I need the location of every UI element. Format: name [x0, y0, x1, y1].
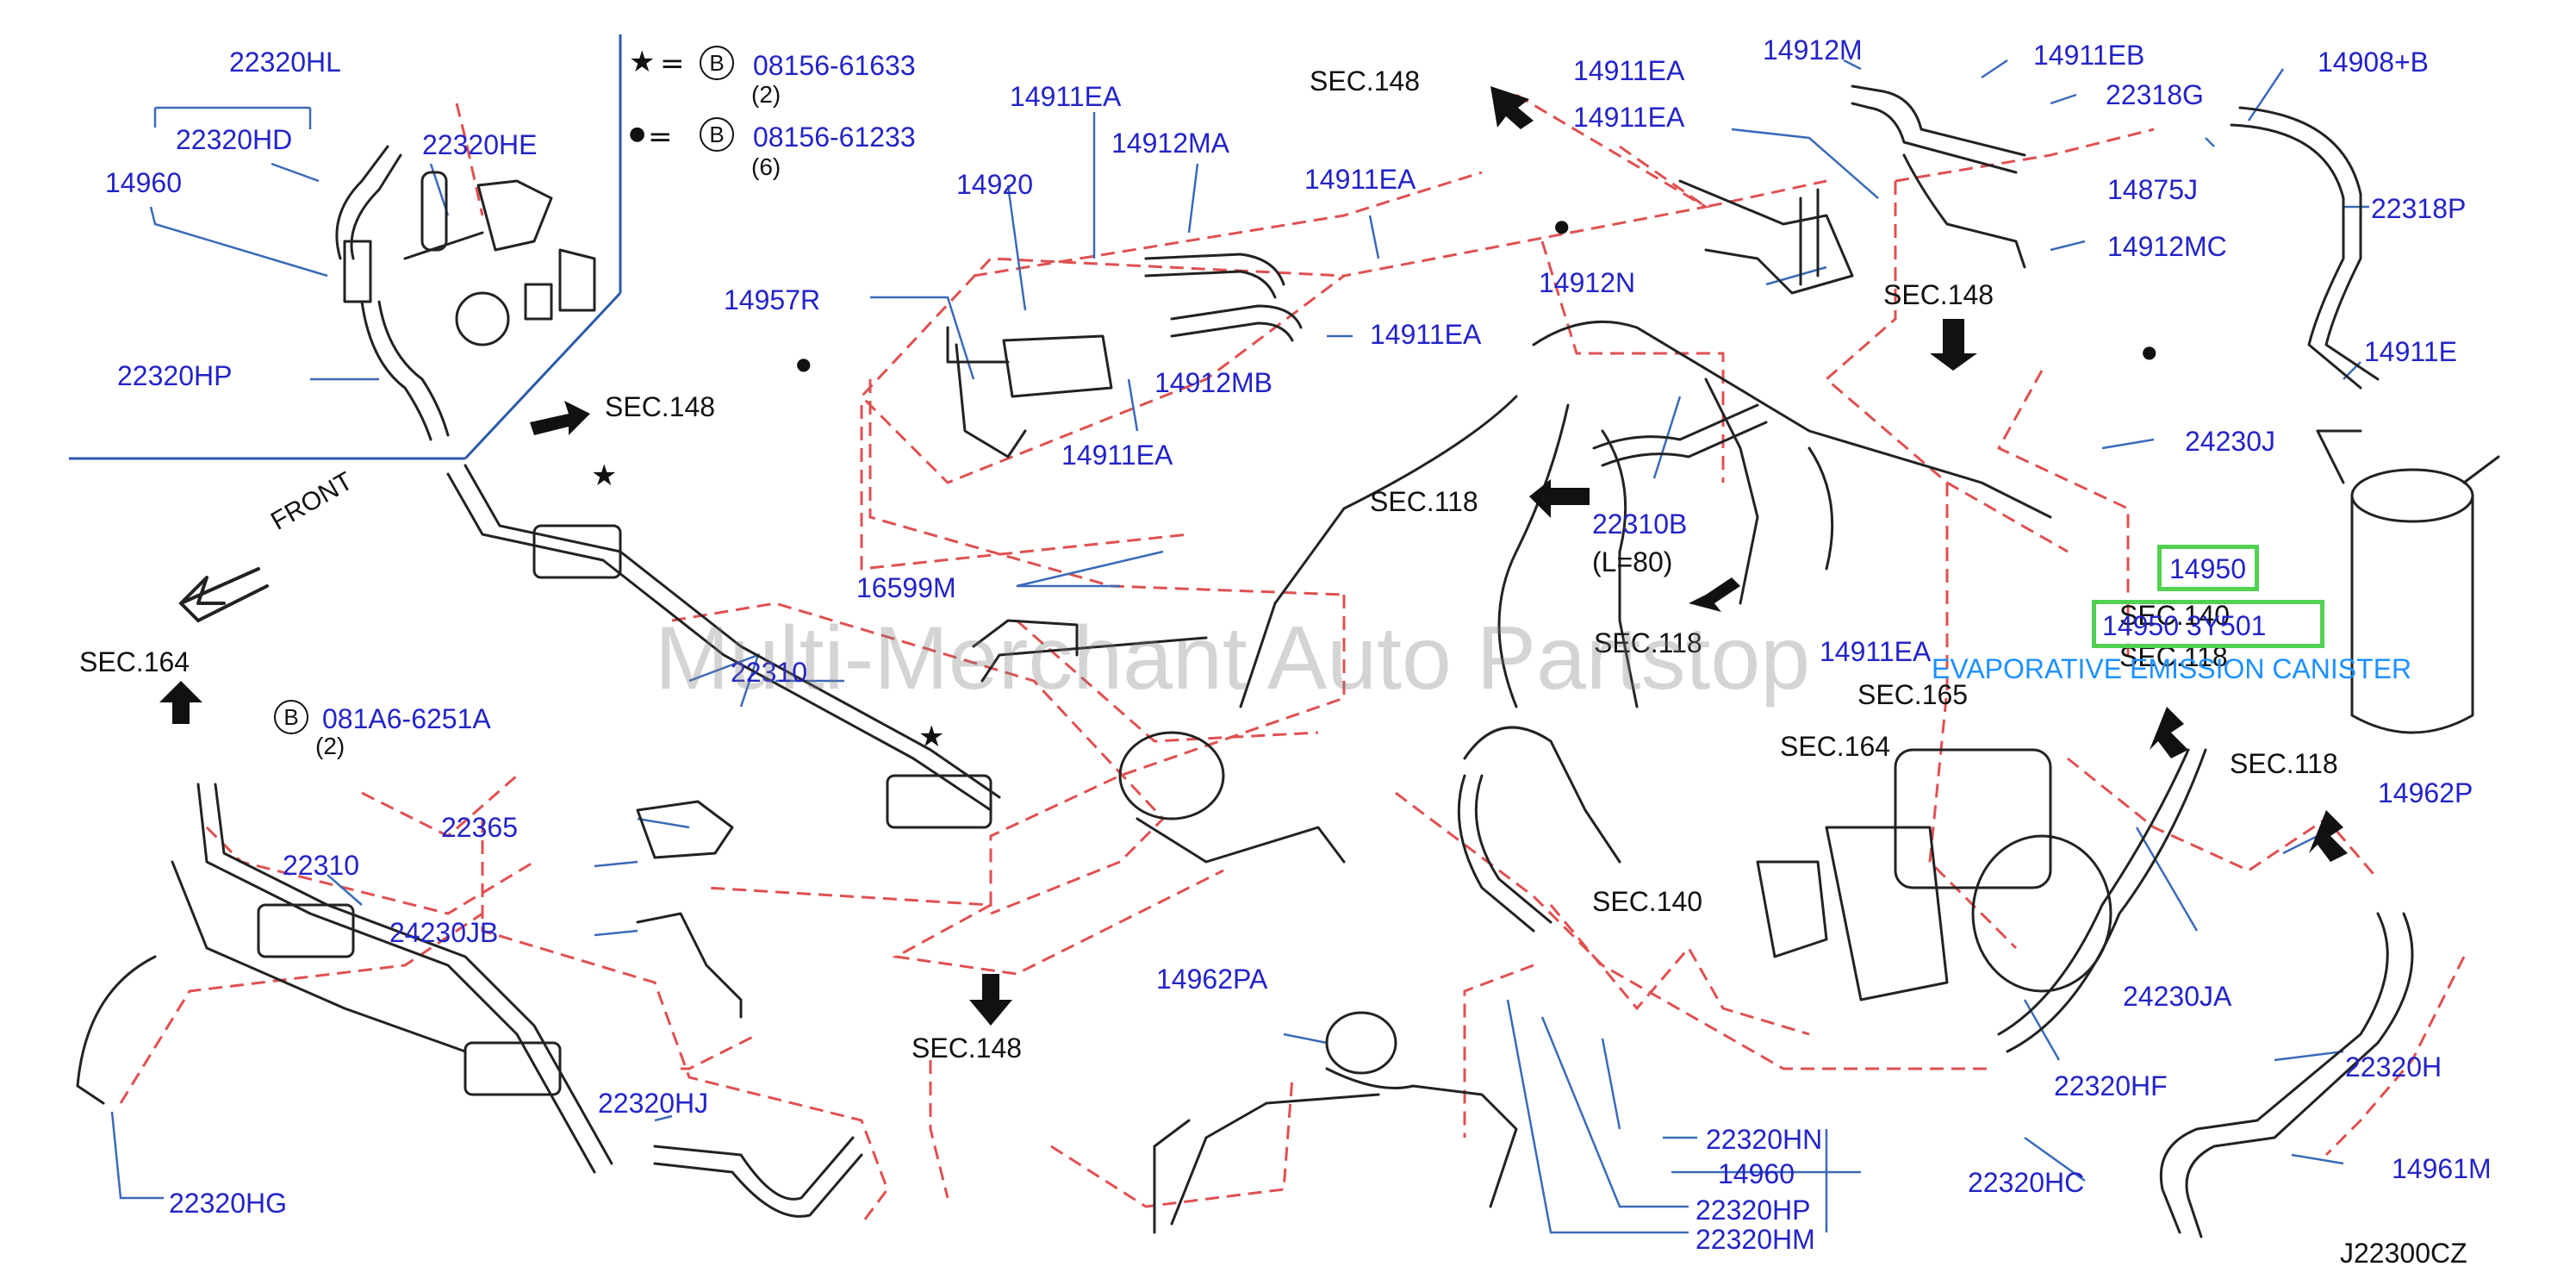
part-label: 22318P — [2371, 193, 2467, 224]
component-sketches — [76, 84, 2500, 1238]
legend-dot-equals: = — [648, 120, 673, 154]
canister-part-highlight — [2157, 545, 2259, 591]
section-label: SEC.118 — [2230, 748, 2338, 779]
canister-name-label: EVAPORATIVE EMISSION CANISTER — [1932, 653, 2412, 684]
part-label: 14920 — [956, 169, 1033, 200]
star-marker: ★ — [591, 459, 618, 493]
part-label: 22320HF — [2054, 1070, 2168, 1101]
part-label: 14911EB — [2033, 40, 2145, 71]
part-label: 14960 — [1718, 1158, 1795, 1189]
section-label: SEC.118 — [1594, 627, 1702, 658]
legend-dot-qty: (6) — [751, 153, 781, 180]
star-marker: ★ — [918, 720, 945, 754]
part-label: 14911EA — [1370, 319, 1482, 350]
part-label: 22320HG — [169, 1188, 287, 1219]
part-label: 22320HP — [1696, 1195, 1811, 1226]
part-label: 14911EA — [1820, 636, 1932, 667]
bolt-note-badge: B — [274, 700, 308, 734]
part-label: 22320HP — [117, 360, 233, 391]
watermark: Multi-Merchant Auto Partstop — [655, 608, 1811, 708]
leader-lines — [119, 93, 2466, 1225]
legend-star-bolt-badge: B — [700, 46, 734, 80]
part-label: 14911EA — [1573, 102, 1685, 133]
legend-star-symbol: ★ — [629, 45, 656, 79]
canister-alt-label[interactable]: 14950 3Y501 — [2102, 610, 2267, 641]
section-label: SEC.140 — [2119, 600, 2231, 631]
part-label: 24230JA — [2123, 981, 2232, 1012]
direction-arrows — [159, 86, 2348, 1026]
part-label: 22320HJ — [598, 1088, 709, 1119]
part-label: 22320H — [2345, 1051, 2442, 1082]
part-label: 24230J — [2185, 426, 2275, 457]
part-label: 22320HD — [176, 124, 293, 155]
canister-alt-highlight — [2092, 600, 2324, 648]
part-label: 14911E — [2364, 336, 2457, 367]
section-label: SEC.148 — [1310, 66, 1421, 97]
section-label: SEC.148 — [605, 391, 716, 422]
legend-dot-part: 08156-61233 — [753, 122, 916, 153]
section-label: SEC.148 — [1883, 279, 1994, 310]
part-label: 22320HL — [229, 47, 341, 78]
part-label: 14911EA — [1010, 81, 1122, 112]
part-label: 22365 — [441, 812, 518, 843]
part-label: 14911EA — [1061, 440, 1173, 471]
part-label: 14912MB — [1154, 367, 1272, 398]
section-label: SEC.118 — [1370, 486, 1478, 517]
part-label: 24230JB — [389, 917, 499, 948]
part-label: 16599M — [856, 572, 956, 603]
legend-star-part: 08156-61633 — [753, 50, 916, 81]
part-label: 14960 — [105, 167, 182, 198]
part-label: 22318G — [2106, 79, 2204, 110]
legend-dot-bolt-badge: B — [700, 117, 734, 152]
dot-marker: ● — [1554, 215, 1570, 236]
part-label: 14962P — [2378, 777, 2473, 808]
legend-dot-symbol: ● — [629, 123, 646, 145]
part-label: 14875J — [2107, 174, 2198, 205]
dot-marker: ● — [2142, 341, 2157, 362]
part-label: 22320HM — [1696, 1224, 1815, 1255]
part-label: 14908+B — [2318, 47, 2430, 78]
section-label: SEC.164 — [79, 646, 190, 677]
bolt-note-part: 081A6-6251A — [322, 703, 491, 734]
section-label: SEC.164 — [1780, 731, 1891, 762]
part-label: 22320HN — [1706, 1124, 1823, 1155]
part-label: 14957R — [724, 284, 821, 315]
legend-star-equals: = — [660, 47, 685, 81]
part-label: (L=80) — [1592, 546, 1673, 577]
part-label: 22310 — [283, 850, 359, 881]
part-label: 22320HE — [422, 129, 538, 160]
part-label: 22310B — [1592, 508, 1688, 540]
canister-part-label[interactable]: 14950 — [2169, 553, 2246, 584]
section-label: SEC.165 — [1857, 679, 1969, 710]
part-label: 14912M — [1763, 34, 1863, 66]
section-label: SEC.140 — [1592, 886, 1703, 917]
legend-star-qty: (2) — [751, 81, 781, 108]
part-label: 14912MC — [2107, 231, 2227, 262]
part-label: 14911EA — [1304, 164, 1416, 195]
part-label: 14912MA — [1111, 128, 1229, 159]
part-label: 14962PA — [1156, 964, 1268, 995]
part-label: 14911EA — [1573, 55, 1685, 86]
inset-frame — [69, 34, 622, 460]
part-label: 22310 — [731, 657, 807, 688]
part-label: 22320HC — [1968, 1167, 2085, 1198]
bolt-note-qty: (2) — [315, 733, 345, 759]
part-label: 14912N — [1539, 267, 1636, 298]
diagram-code: J22300CZ — [2340, 1238, 2467, 1269]
section-label: SEC.148 — [912, 1033, 1023, 1064]
dot-marker: ● — [796, 353, 812, 374]
part-label: 14961M — [2392, 1153, 2492, 1184]
